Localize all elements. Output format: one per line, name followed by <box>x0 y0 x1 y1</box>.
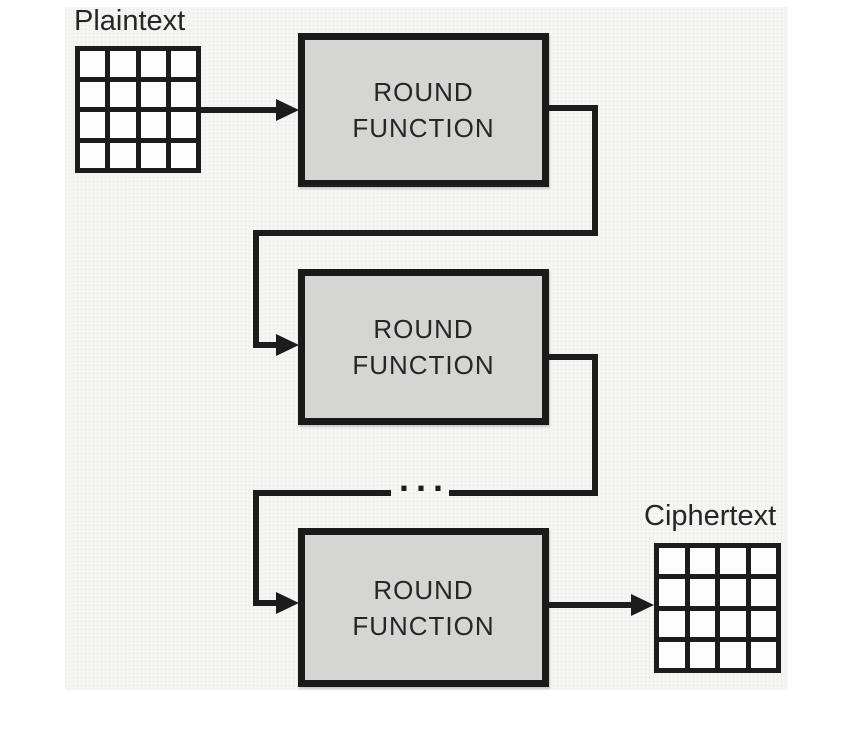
grid-cell <box>689 610 715 637</box>
grid-cell <box>110 142 136 168</box>
grid-cell <box>170 51 196 77</box>
grid-cell <box>140 81 166 107</box>
grid-cell <box>80 51 106 77</box>
round-function-box-1: ROUND FUNCTION <box>298 33 549 187</box>
grid-cell <box>750 579 776 606</box>
grid-cell <box>720 548 746 575</box>
plaintext-label: Plaintext <box>74 5 186 37</box>
grid-cell <box>689 641 715 668</box>
round-function-box-2: ROUND FUNCTION <box>298 269 549 425</box>
ellipsis-more-rounds: ... <box>399 458 451 499</box>
ciphertext-label: Ciphertext <box>644 500 777 532</box>
grid-cell <box>720 610 746 637</box>
grid-cell <box>110 112 136 138</box>
grid-cell <box>170 81 196 107</box>
grid-cell <box>80 81 106 107</box>
grid-cell <box>140 142 166 168</box>
grid-cell <box>170 142 196 168</box>
grid-cell <box>689 548 715 575</box>
grid-cell <box>659 548 685 575</box>
round-function-text-line2: FUNCTION <box>352 113 495 143</box>
ciphertext-state-grid <box>654 543 781 673</box>
grid-cell <box>750 641 776 668</box>
grid-cell <box>140 51 166 77</box>
round-function-text-line1: ROUND <box>373 77 474 107</box>
grid-cell <box>750 610 776 637</box>
round-function-text-line1: ROUND <box>373 314 474 344</box>
grid-cell <box>659 641 685 668</box>
grid-cell <box>659 610 685 637</box>
grid-cell <box>720 579 746 606</box>
grid-cell <box>80 142 106 168</box>
round-function-text-line2: FUNCTION <box>352 610 495 641</box>
round-function-text-line1: ROUND <box>373 574 474 605</box>
grid-cell <box>659 579 685 606</box>
round-function-box-3: ROUND FUNCTION <box>298 528 549 687</box>
grid-cell <box>110 81 136 107</box>
grid-cell <box>140 112 166 138</box>
grid-cell <box>170 112 196 138</box>
round-function-text-line2: FUNCTION <box>352 350 495 380</box>
grid-cell <box>80 112 106 138</box>
grid-cell <box>720 641 746 668</box>
grid-cell <box>689 579 715 606</box>
plaintext-state-grid <box>75 46 201 173</box>
grid-cell <box>110 51 136 77</box>
grid-cell <box>750 548 776 575</box>
